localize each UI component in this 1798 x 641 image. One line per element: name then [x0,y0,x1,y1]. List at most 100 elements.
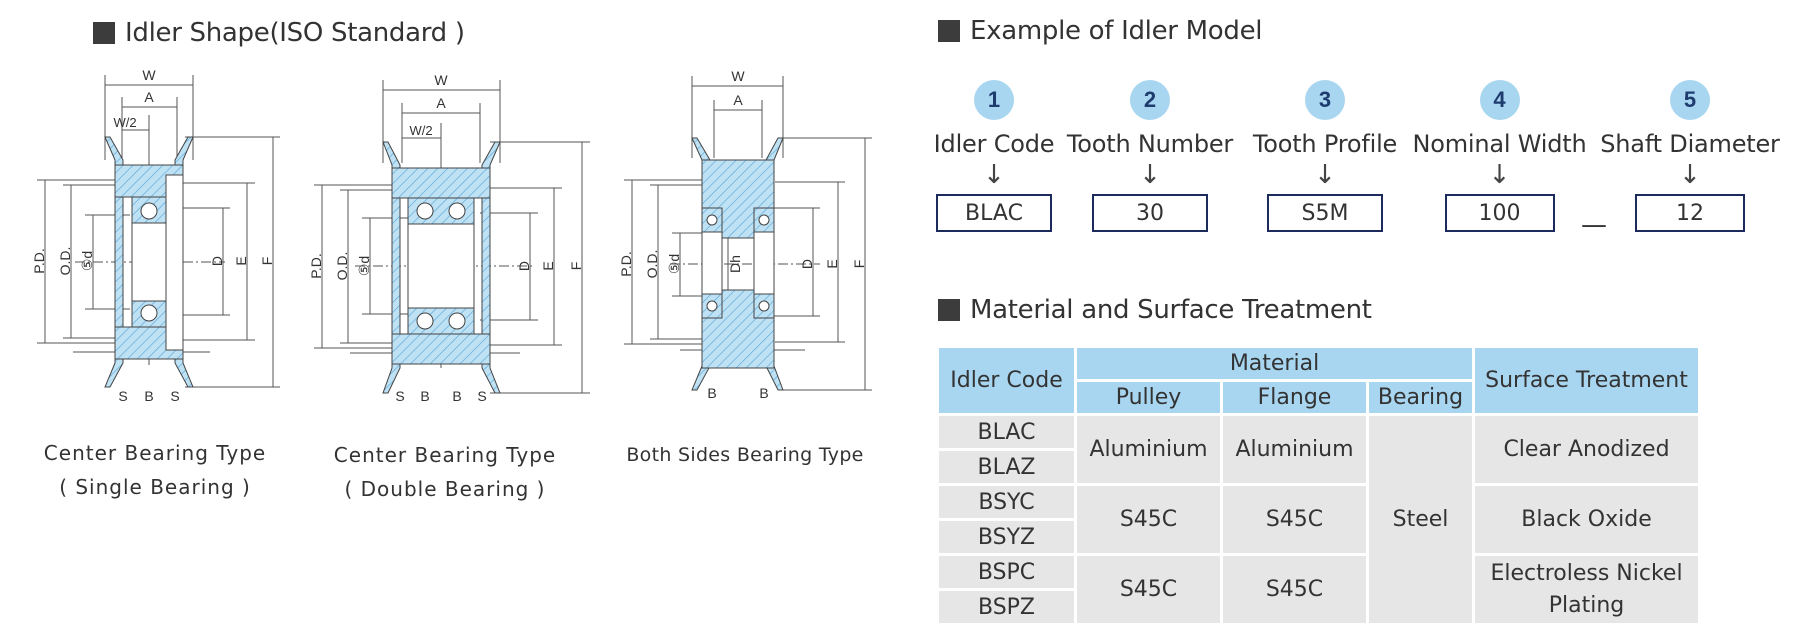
caption-double-line1: Center Bearing Type [333,443,557,467]
cell-bearing: Steel [1366,413,1475,626]
drawing-center-double-bearing: W A W/2 P.D. O.D. ⑤d D E F S B B S [308,72,590,404]
down-arrow-icon: ↓ [983,160,1005,190]
dim-e-label: E [824,259,840,268]
down-arrow-icon: ↓ [1488,160,1511,190]
dim-pd-label: P.D. [618,251,634,276]
row-code: BSPC [936,553,1077,591]
dim-b-label: B [144,388,153,404]
cell-surface: Black Oxide [1472,483,1701,556]
model-value-box: 30 [1092,194,1208,232]
table-row: BLAZ [936,448,1700,486]
table-row: BSPC S45C S45C Electroless Nickel Platin… [936,553,1701,626]
dim-5d-label: ⑤d [666,254,682,274]
cell-pulley: S45C [1074,553,1223,626]
cell-pulley: Aluminium [1074,413,1223,486]
model-step-badge: 1 [974,80,1014,120]
model-title: Example of Idler Model [938,16,1263,46]
down-arrow-icon: ↓ [1314,160,1336,190]
dim-w2-label: W/2 [409,123,432,138]
dim-s2-label: S [170,388,179,404]
caption-single-bearing: Center Bearing Type ( Single Bearing ) [20,436,290,504]
model-value-box: 12 [1635,194,1745,232]
model-step-badge: 2 [1130,80,1170,120]
caption-single-line2: ( Single Bearing ) [59,475,251,499]
model-label: Shaft Diameter [1600,130,1780,158]
row-code: BLAZ [936,448,1077,486]
cell-surface: Clear Anodized [1472,413,1701,486]
dim-f-label: F [851,260,867,269]
dim-e-label: E [233,256,249,265]
down-arrow-icon: ↓ [1679,160,1701,190]
material-title: Material and Surface Treatment [938,295,1372,325]
cell-flange: Aluminium [1220,413,1369,486]
dim-pd-label: P.D. [308,253,324,278]
dim-f-label: F [259,257,275,266]
dim-f-label: F [568,262,584,271]
model-label: Tooth Profile [1252,130,1398,158]
dim-5d-label: ⑤d [79,251,95,271]
row-code: BSPZ [936,588,1077,626]
header-flange: Flange [1220,379,1369,416]
drawing-center-single-bearing: W A W/2 P.D. O.D. ⑤d D E F S B S [31,67,280,404]
dim-b1-label: B [420,388,429,404]
cell-surface: Electroless Nickel Plating [1472,553,1701,626]
drawing-both-sides-bearing: W A P.D. O.D. ⑤d Dh D E F B B [618,68,872,401]
caption-both-line1: Both Sides Bearing Type [626,444,864,466]
model-value-box: S5M [1267,194,1383,232]
title-square-icon [938,299,960,321]
down-arrow-icon: ↓ [1139,160,1161,190]
model-step-badge: 5 [1670,80,1710,120]
header-material: Material [1074,345,1475,382]
model-value-box: BLAC [936,194,1052,232]
dim-pd-label: P.D. [31,248,47,273]
cell-surface-line2: Plating [1548,592,1625,618]
model-item-shaft-diameter: 5 Shaft Diameter ↓ 12 [1600,80,1780,232]
dim-d-label: D [209,256,225,266]
model-label: Nominal Width [1412,130,1587,158]
dim-d-label: D [799,259,815,269]
dim-a-label: A [144,89,154,105]
dim-b2-label: B [759,385,768,401]
model-label: Tooth Number [1066,130,1234,158]
table-row: BSYZ [936,518,1700,556]
dim-a-label: A [733,92,743,108]
model-value-box: 100 [1444,194,1555,232]
dim-od-label: O.D. [334,252,350,281]
header-idler-code: Idler Code [936,345,1077,416]
dim-b1-label: B [707,385,716,401]
model-item-idler-code: 1 Idler Code ↓ BLAC [932,80,1056,232]
model-step-badge: 3 [1305,80,1345,120]
row-code: BLAC [936,413,1077,451]
caption-both-sides: Both Sides Bearing Type [610,438,880,472]
dim-w-label: W [142,67,156,83]
model-item-tooth-number: 2 Tooth Number ↓ 30 [1066,80,1234,232]
row-code: BSYZ [936,518,1077,556]
model-item-nominal-width: 4 Nominal Width ↓ 100 [1412,80,1587,232]
model-label: Idler Code [933,130,1055,158]
dim-od-label: O.D. [57,247,73,276]
table-row: BSYC S45C S45C Black Oxide [936,483,1701,556]
idler-shape-title: Idler Shape(ISO Standard ) [93,18,465,48]
caption-double-line2: ( Double Bearing ) [344,477,546,501]
model-step-badge: 4 [1479,80,1520,120]
model-item-tooth-profile: 3 Tooth Profile ↓ S5M [1250,80,1400,232]
caption-single-line1: Center Bearing Type [43,441,267,465]
model-separator-dash: — [1581,210,1607,240]
header-bearing: Bearing [1366,379,1475,416]
table-row: BSPZ [936,588,1700,626]
row-code: BSYC [936,483,1077,521]
title-square-icon [93,22,115,44]
dim-5d-label: ⑤d [356,256,372,276]
dim-a-label: A [436,95,446,111]
dim-e-label: E [540,261,556,270]
cell-pulley: S45C [1074,483,1223,556]
cell-surface-line1: Electroless Nickel [1490,560,1683,586]
cell-flange: S45C [1220,553,1369,626]
material-table: Idler Code Material Surface Treatment Pu… [936,345,1701,626]
cell-flange: S45C [1220,483,1369,556]
header-surface-treatment: Surface Treatment [1472,345,1701,416]
dim-w2-label: W/2 [113,115,136,130]
dim-w-label: W [434,72,448,88]
header-pulley: Pulley [1074,379,1223,416]
table-row: BLAC Aluminium Aluminium Steel Clear Ano… [936,413,1701,626]
